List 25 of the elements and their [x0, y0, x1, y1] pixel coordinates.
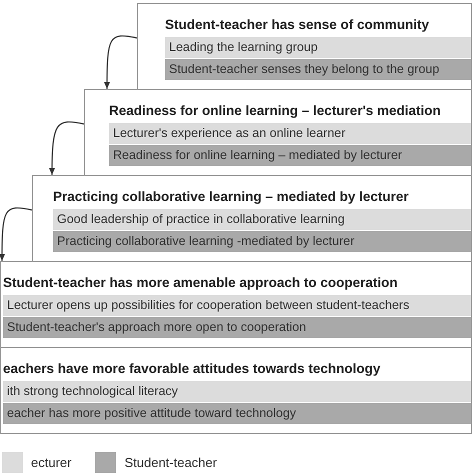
step-card [84, 89, 472, 176]
curved-arrow [104, 35, 138, 89]
factor-band: Lecturer opens up possibilities for cooperation between student-teachers [3, 295, 471, 316]
step-heading: Practicing collaborative learning – mediated by lecturer [53, 188, 410, 206]
factor-band: Lecturer's experience as an online learner [109, 123, 471, 144]
legend-label: Student-teacher [124, 454, 217, 472]
factor-band: Leading the learning group [165, 37, 471, 58]
factor-band: Good leadership of practice in collaborative learning [53, 209, 471, 230]
step-card [137, 3, 472, 90]
factor-band: Student-teacher's approach more open to cooperation [3, 317, 471, 338]
step-heading: Readiness for online learning – lecturer's mediation [109, 102, 442, 120]
step-heading: Student-teacher has more amenable approach to cooperation [3, 274, 399, 292]
factor-band: Student-teacher senses they belong to the group [165, 59, 471, 80]
step-card [0, 347, 472, 434]
factor-band: eacher has more positive attitude toward technology [3, 403, 471, 424]
factor-band: ith strong technological literacy [3, 381, 471, 402]
factor-band: Practicing collaborative learning -mediated by lecturer [53, 231, 471, 252]
curved-arrow [0, 207, 32, 261]
curved-arrow [49, 121, 84, 175]
step-heading: Student-teacher has sense of community [165, 16, 430, 34]
step-card [0, 261, 472, 348]
factor-band: Readiness for online learning – mediated by lecturer [109, 145, 471, 166]
legend-label: ecturer [31, 454, 72, 472]
step-heading: eachers have more favorable attitudes towards technology [3, 360, 382, 378]
step-card [32, 175, 472, 262]
